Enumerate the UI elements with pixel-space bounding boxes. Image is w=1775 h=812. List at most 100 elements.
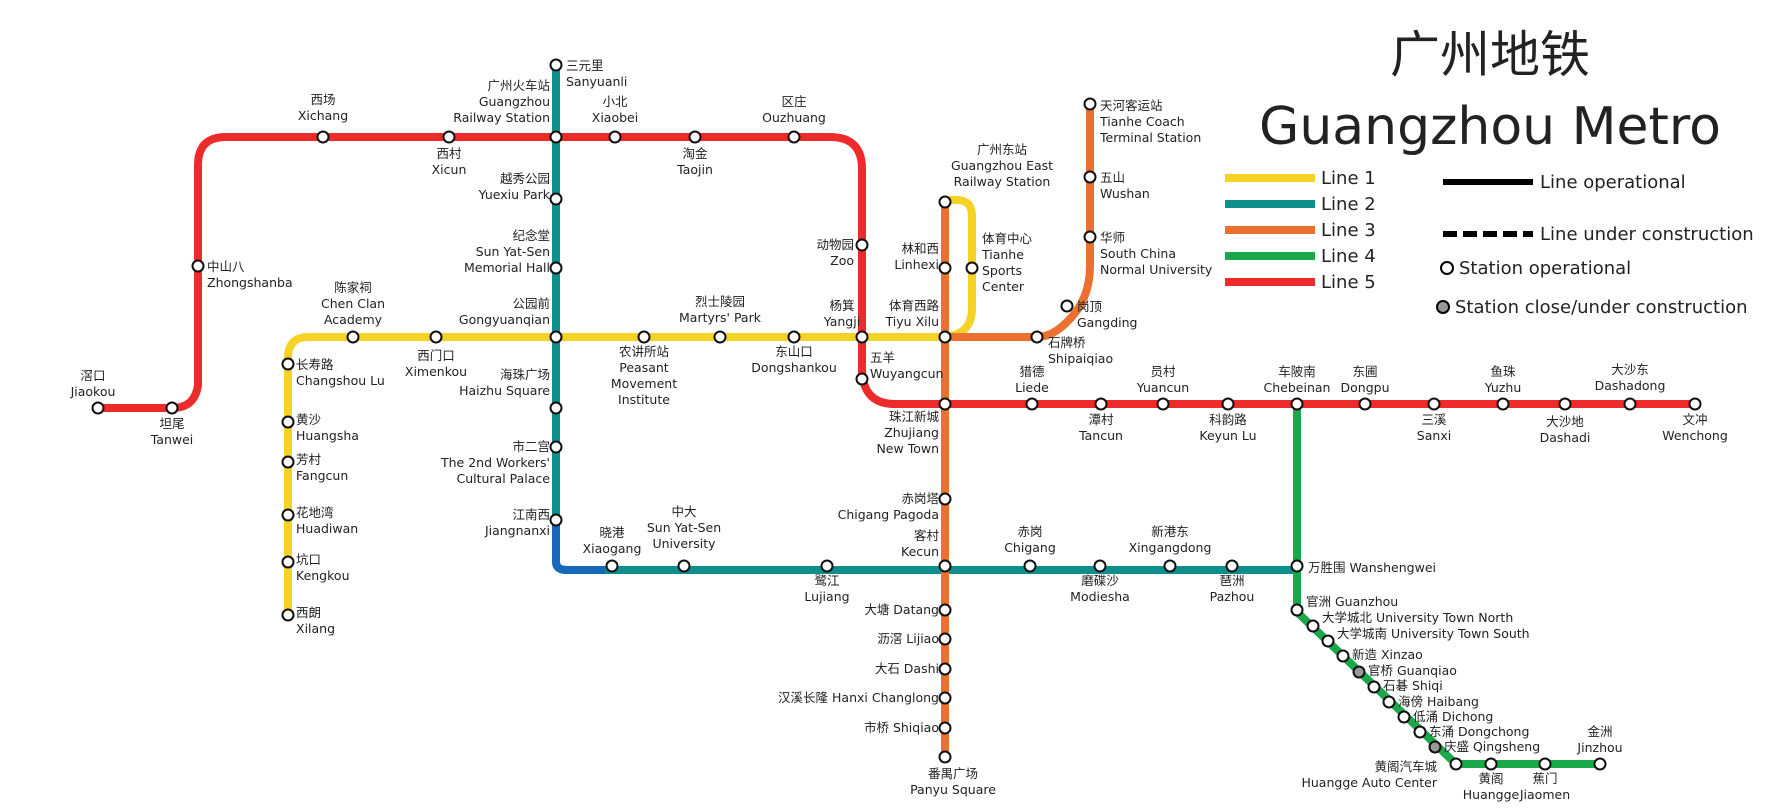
station-sunyatsen-mh[interactable] [549,261,563,275]
station-label-xinzao: 新造 Xinzao [1352,647,1423,662]
station-keyunlu[interactable] [1221,397,1235,411]
station-zoo[interactable] [855,238,869,252]
station-workers-palace[interactable] [549,440,563,454]
station-label-hanxi: 汉溪长隆 Hanxi Changlong [778,690,939,705]
station-chigang-pagoda[interactable] [938,492,952,506]
station-liede[interactable] [1025,397,1039,411]
station-shipaiqiao[interactable] [1030,330,1044,344]
station-jiaomen[interactable] [1538,757,1552,771]
station-zhongshanba[interactable] [191,259,205,273]
station-guanqiao[interactable] [1352,665,1366,679]
station-shiqiao[interactable] [938,721,952,735]
station-dongchong[interactable] [1413,725,1427,739]
station-tianhe-sports[interactable] [965,261,979,275]
station-yuexiu[interactable] [549,192,563,206]
station-dongpu[interactable] [1358,397,1372,411]
station-wanshengwei[interactable] [1290,559,1304,573]
station-xingangdong[interactable] [1163,559,1177,573]
station-dashadong[interactable] [1623,397,1637,411]
station-xinzao[interactable] [1336,649,1350,663]
station-lijiao[interactable] [938,632,952,646]
station-chebeinan[interactable] [1290,397,1304,411]
station-huangge[interactable] [1484,757,1498,771]
station-sysu[interactable] [677,559,691,573]
station-haibang[interactable] [1382,695,1396,709]
station-xiaogang[interactable] [605,559,619,573]
station-ximenkou[interactable] [429,330,443,344]
station-xichang[interactable] [316,130,330,144]
station-haizhu[interactable] [549,401,563,415]
station-pazhou[interactable] [1225,559,1239,573]
station-label-dashi: 大石 Dashi [875,661,939,676]
station-xicun[interactable] [442,130,456,144]
station-taojin[interactable] [688,130,702,144]
station-jiangnanxi[interactable] [549,513,563,527]
station-label-dichong: 低涌 Dichong [1413,709,1493,724]
station-dongshankou[interactable] [787,330,801,344]
station-chigang[interactable] [1023,559,1037,573]
station-yangji[interactable] [855,330,869,344]
station-wushan[interactable] [1083,170,1097,184]
station-wuyangcun[interactable] [855,372,869,386]
station-datang[interactable] [938,603,952,617]
station-ouzhuang[interactable] [787,130,801,144]
station-kecun[interactable] [938,559,952,573]
station-dichong[interactable] [1397,710,1411,724]
station-gongyuanqian[interactable] [549,330,563,344]
station-kengkou[interactable] [281,555,295,569]
station-lujiang[interactable] [820,559,834,573]
station-utn[interactable] [1306,619,1320,633]
station-jinzhou[interactable] [1593,757,1607,771]
station-peasant[interactable] [637,330,651,344]
station-tanwei[interactable] [165,401,179,415]
station-panyu[interactable] [938,750,952,764]
station-changshoulu[interactable] [281,357,295,371]
station-shiqi[interactable] [1367,680,1381,694]
station-yuzhu[interactable] [1496,397,1510,411]
station-tiyuxilu[interactable] [938,330,952,344]
station-tianhe-coach[interactable] [1083,97,1097,111]
station-yuancun[interactable] [1156,397,1170,411]
station-fangcun[interactable] [281,455,295,469]
station-huangsha[interactable] [281,415,295,429]
station-guanzhou[interactable] [1290,603,1304,617]
station-gz-east[interactable] [938,195,952,209]
station-sanyuanli[interactable] [549,58,563,72]
station-xilang[interactable] [281,608,295,622]
station-uts[interactable] [1321,634,1335,648]
station-jiaokou[interactable] [91,401,105,415]
station-scnu[interactable] [1083,230,1097,244]
station-martyrs[interactable] [713,330,727,344]
station-hanxi[interactable] [938,691,952,705]
station-linhexi[interactable] [938,261,952,275]
route-line-2-bend-accent [552,520,605,574]
station-sanxi[interactable] [1427,397,1441,411]
station-huadiwan[interactable] [281,508,295,522]
station-wenchong[interactable] [1688,397,1702,411]
station-dashadi[interactable] [1558,397,1572,411]
station-zhujiang-nt[interactable] [938,397,952,411]
station-chenclan[interactable] [346,330,360,344]
station-modiesha[interactable] [1093,559,1107,573]
station-xiaobei[interactable] [608,130,622,144]
station-tancun[interactable] [1094,397,1108,411]
station-qingsheng[interactable] [1428,740,1442,754]
station-guangzhou-rs[interactable] [549,130,563,144]
station-dashi[interactable] [938,662,952,676]
station-gangding[interactable] [1060,299,1074,313]
station-huangge-auto[interactable] [1449,757,1463,771]
